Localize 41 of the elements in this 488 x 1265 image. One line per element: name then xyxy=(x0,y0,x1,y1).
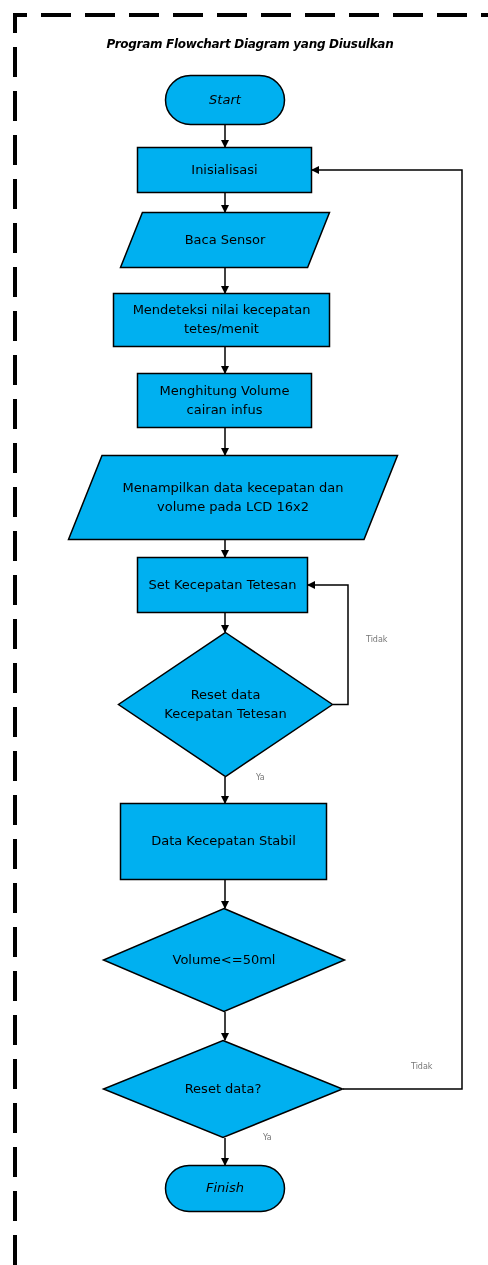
node-label: Data Kecepatan Stabil xyxy=(151,832,296,851)
edge-label: Ya xyxy=(255,773,266,782)
process-box xyxy=(113,293,330,347)
node-label: Reset data Kecepatan Tetesan xyxy=(163,685,288,723)
node-label: Start xyxy=(209,90,241,109)
flow-arrow xyxy=(311,166,463,1090)
terminal-shape xyxy=(165,75,285,125)
process-box xyxy=(120,803,327,880)
node-label: Reset data? xyxy=(184,1079,262,1098)
terminal-shape xyxy=(165,1165,285,1212)
input-output-parallelogram xyxy=(120,212,330,268)
edge-label: Tidak xyxy=(365,635,389,644)
decision-diamond xyxy=(103,908,345,1012)
edge-label: Tidak xyxy=(410,1062,434,1071)
flow-arrow xyxy=(307,581,349,706)
process-box xyxy=(137,373,312,428)
input-output-parallelogram xyxy=(68,455,398,540)
flow-arrow xyxy=(221,427,229,456)
flow-arrow xyxy=(221,539,229,558)
flow-arrow xyxy=(221,346,229,374)
diagram-title: Program Flowchart Diagram yang Diusulkan xyxy=(105,37,395,51)
flow-arrow xyxy=(221,1011,229,1041)
flow-arrow xyxy=(221,192,229,213)
node-label: Set Kecepatan Tetesan xyxy=(148,575,297,594)
node-label: Finish xyxy=(206,1179,244,1198)
flow-arrow xyxy=(221,124,229,148)
node-label: Baca Sensor xyxy=(184,230,266,249)
node-label: Volume<=50ml xyxy=(172,950,276,969)
flow-arrow xyxy=(221,1137,229,1166)
flow-arrow xyxy=(221,267,229,294)
edge-label: Ya xyxy=(262,1133,273,1142)
node-label: Menampilkan data kecepatan dan volume pada LCD 16x2 xyxy=(121,478,345,516)
process-box xyxy=(137,147,312,193)
node-label: Mendeteksi nilai kecepatan tetes/menit xyxy=(131,301,312,338)
process-box xyxy=(137,557,308,613)
flow-arrow xyxy=(221,879,229,909)
flow-arrow xyxy=(221,776,229,804)
node-label: Menghitung Volume cairan infus xyxy=(158,381,291,419)
node-label: Inisialisasi xyxy=(191,160,258,179)
flow-arrow xyxy=(221,612,229,633)
decision-diamond xyxy=(103,1040,343,1138)
